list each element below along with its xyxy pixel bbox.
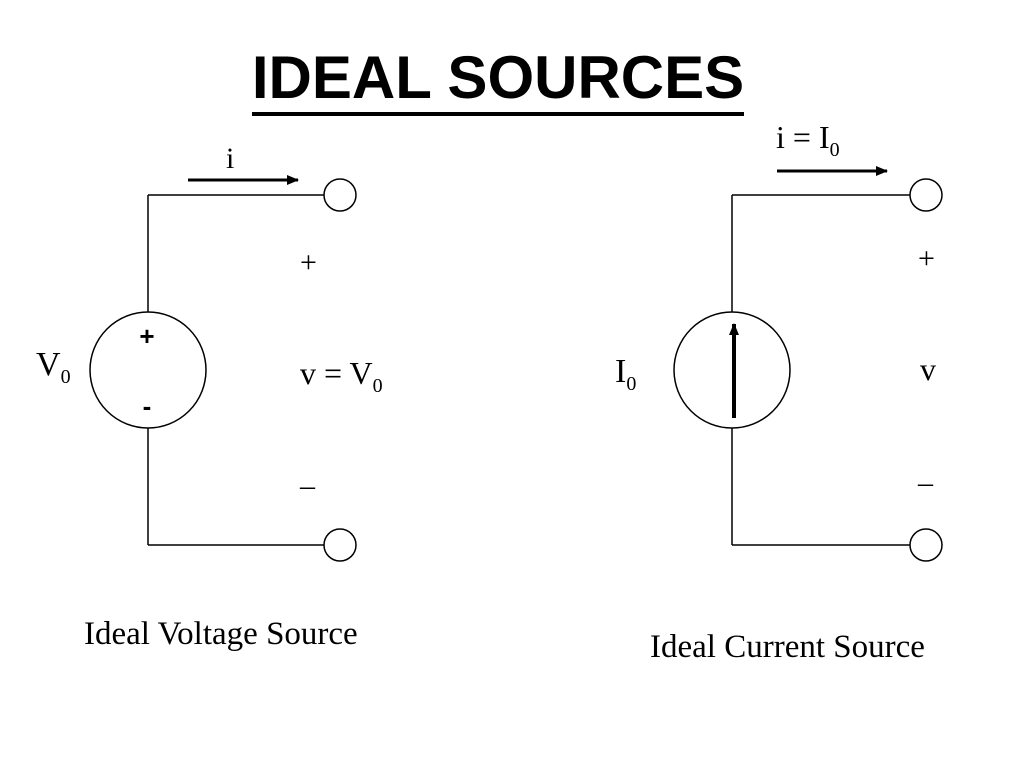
current-bottom-terminal bbox=[909, 528, 943, 562]
voltage-top-terminal bbox=[323, 178, 357, 212]
current-terminal-voltage: v bbox=[920, 351, 936, 387]
voltage-polarity-plus: + bbox=[139, 321, 154, 351]
voltage-source-circuit: i + - V0 + v = V0 – bbox=[36, 142, 383, 562]
voltage-equation-main: v = V bbox=[300, 355, 373, 391]
page-title: IDEAL SOURCES bbox=[0, 38, 996, 118]
voltage-source-label: V0 bbox=[36, 346, 71, 388]
current-source-circuit: i = I0 I0 + v – bbox=[615, 119, 943, 562]
voltage-source-caption: Ideal Voltage Source bbox=[84, 616, 358, 652]
voltage-terminal-minus: – bbox=[299, 469, 316, 502]
page-title-text: IDEAL SOURCES bbox=[251, 46, 745, 116]
current-source-caption: Ideal Current Source bbox=[650, 629, 925, 665]
current-source-label-main: I bbox=[615, 353, 626, 390]
current-terminal-minus: – bbox=[917, 466, 934, 499]
current-source-label-sub: 0 bbox=[626, 373, 636, 395]
voltage-bottom-terminal bbox=[323, 528, 357, 562]
current-equation-sub: 0 bbox=[830, 139, 840, 161]
current-source-label: I0 bbox=[615, 353, 636, 395]
voltage-equation: v = V0 bbox=[300, 355, 383, 397]
voltage-terminal-plus: + bbox=[300, 246, 317, 279]
voltage-equation-sub: 0 bbox=[373, 375, 383, 397]
voltage-source-circle bbox=[89, 311, 207, 429]
voltage-polarity-minus: - bbox=[143, 391, 152, 421]
current-terminal-plus: + bbox=[918, 242, 935, 275]
voltage-current-label: i bbox=[226, 142, 234, 175]
voltage-source-label-main: V bbox=[36, 346, 61, 383]
current-equation: i = I0 bbox=[776, 119, 840, 161]
current-top-terminal bbox=[909, 178, 943, 212]
current-equation-main: i = I bbox=[776, 119, 830, 155]
voltage-source-label-sub: 0 bbox=[61, 366, 71, 388]
